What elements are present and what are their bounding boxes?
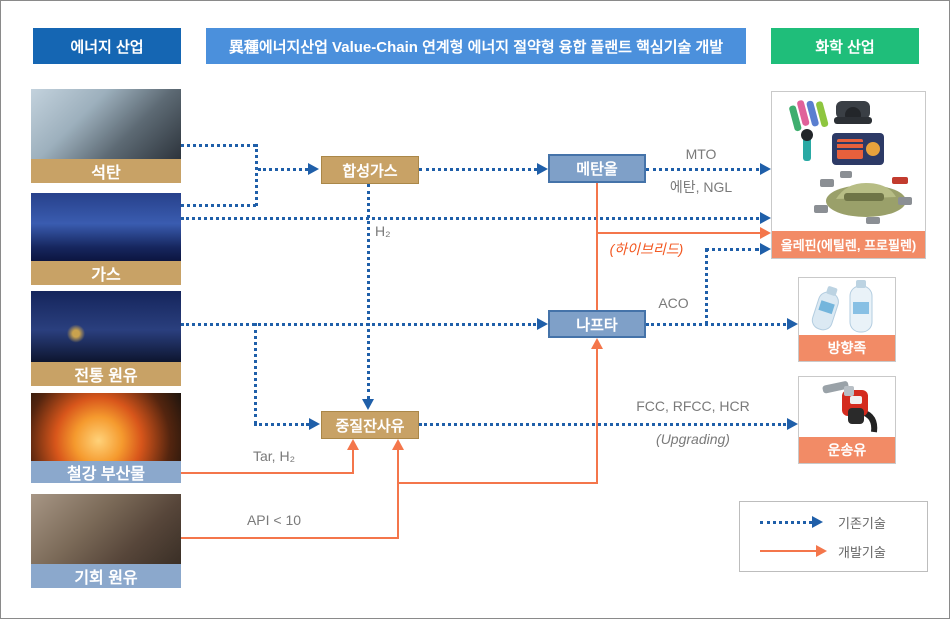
arrowhead-syngas-to-methanol: [537, 163, 548, 175]
edge-into-syngas: [258, 168, 308, 171]
source-label-coal: 석탄: [31, 159, 181, 183]
edge-coal-gas-junction: [255, 144, 258, 206]
steel-byproduct-photo: [31, 393, 181, 461]
source-label-gas: 가스: [31, 261, 181, 285]
solid-line-sample: [760, 550, 816, 552]
source-card-gas: 가스: [31, 193, 181, 285]
source-card-conventional-crude: 전통 원유: [31, 291, 181, 386]
source-label-conventional-crude: 전통 원유: [31, 362, 181, 386]
fuel-nozzle-image: [799, 377, 895, 437]
header-energy-label: 에너지 산업: [70, 38, 144, 56]
edge-heavy-fcc-to-fuel: [419, 423, 786, 426]
edge-syngas-to-methanol: [419, 168, 537, 171]
node-methanol: 메탄올: [548, 154, 646, 183]
header-energy-industry: 에너지 산업: [33, 28, 181, 64]
edge-gas-out: [181, 204, 256, 207]
source-label-steel-byproduct: 철강 부산물: [31, 461, 181, 483]
source-card-steel-byproduct: 철강 부산물: [31, 393, 181, 483]
edge-label-tar-h2: Tar, H₂: [253, 448, 295, 464]
edge-syngas-h2-to-heavy: [367, 184, 370, 399]
arrowhead-into-naphtha: [591, 338, 603, 349]
edge-crude-branch-down: [254, 323, 257, 424]
node-naphtha: 나프타: [548, 310, 646, 338]
arrowhead-into-syngas: [308, 163, 319, 175]
edge-aco-into-olefin: [705, 248, 759, 251]
gas-photo: [31, 193, 181, 261]
legend-existing-line: [760, 516, 830, 528]
legend-developed-row: 개발기술: [760, 542, 927, 561]
arrowhead-fcc-to-fuel: [787, 418, 798, 430]
product-card-transport-fuel: 운송유: [798, 376, 896, 464]
source-card-coal: 석탄: [31, 89, 181, 183]
product-card-olefin: 올레핀(에틸렌, 프로필렌): [771, 91, 926, 259]
edge-label-h2: H₂: [375, 223, 391, 239]
legend-developed-label: 개발기술: [838, 544, 886, 560]
source-label-opportunity-crude: 기회 원유: [31, 564, 181, 588]
header-main-label: 異種에너지산업 Value-Chain 연계형 에너지 절약형 융합 플랜트 핵…: [228, 38, 724, 56]
dotted-line-sample: [760, 521, 812, 524]
arrowhead-gas-to-olefin: [760, 212, 771, 224]
arrowhead-crude-to-naphtha: [537, 318, 548, 330]
edge-up-into-naphtha: [596, 349, 598, 483]
header-chemical-label: 화학 산업: [815, 38, 875, 56]
edge-hybrid-to-olefin: [596, 232, 760, 234]
edge-methanol-naphtha-rail: [596, 183, 598, 310]
source-card-opportunity-crude: 기회 원유: [31, 494, 181, 588]
olefin-products-image: [772, 92, 925, 231]
arrowhead-api-into-heavy: [392, 439, 404, 450]
product-card-aromatics: 방향족: [798, 277, 896, 362]
legend-existing-label: 기존기술: [838, 515, 886, 531]
edge-junction-to-naphtha-rail: [397, 482, 598, 484]
edge-coal-out: [181, 144, 256, 147]
arrowhead-mto-to-olefin: [760, 163, 771, 175]
arrowhead-aco-to-aromatics: [787, 318, 798, 330]
header-main-title: 異種에너지산업 Value-Chain 연계형 에너지 절약형 융합 플랜트 핵…: [206, 28, 746, 64]
arrowhead-crude-into-heavy: [309, 418, 320, 430]
edge-label-fcc: FCC, RFCC, HCR: [636, 398, 750, 414]
arrowhead-aco-into-olefin: [760, 243, 771, 255]
header-chemical-industry: 화학 산업: [771, 28, 919, 64]
node-heavy-residue: 중질잔사유: [321, 411, 419, 439]
edge-label-ethane-ngl: 에탄, NGL: [669, 179, 733, 195]
edge-tar-up-into-heavy: [352, 450, 354, 472]
coal-photo: [31, 89, 181, 159]
legend-box: 기존기술 개발기술: [739, 501, 928, 572]
opportunity-crude-photo: [31, 494, 181, 564]
edge-gas-to-olefin-ethane-ngl: [181, 217, 759, 220]
legend-orange-arrowhead-icon: [816, 545, 827, 557]
arrowhead-tar-into-heavy: [347, 439, 359, 450]
edge-opportunity-crude-api: [181, 537, 398, 539]
legend-existing-row: 기존기술: [760, 513, 927, 532]
arrowhead-hybrid-to-olefin: [760, 227, 771, 239]
edge-label-aco: ACO: [658, 295, 689, 311]
node-syngas: 합성가스: [321, 156, 419, 184]
product-label-olefin: 올레핀(에틸렌, 프로필렌): [772, 231, 925, 258]
edge-aco-branch-up: [705, 249, 708, 324]
edge-label-hybrid: (하이브리드): [609, 241, 684, 257]
legend-blue-arrowhead-icon: [812, 516, 823, 528]
edge-naphtha-aco-to-aromatics: [646, 323, 786, 326]
edge-steel-tar-h2: [181, 472, 354, 474]
conventional-crude-photo: [31, 291, 181, 362]
edge-label-upgrading: (Upgrading): [656, 431, 730, 447]
edge-label-api: API < 10: [246, 512, 302, 528]
aromatics-bottles-image: [799, 278, 895, 335]
product-label-transport-fuel: 운송유: [799, 437, 895, 463]
edge-crude-into-heavy: [254, 423, 309, 426]
legend-developed-line: [760, 545, 830, 557]
product-label-aromatics: 방향족: [799, 335, 895, 361]
edge-methanol-to-olefin-mto: [646, 168, 759, 171]
edge-api-up-into-heavy: [397, 450, 399, 539]
edge-label-mto: MTO: [685, 146, 717, 162]
arrowhead-h2-into-heavy: [362, 399, 374, 410]
edge-crude-to-naphtha: [181, 323, 536, 326]
